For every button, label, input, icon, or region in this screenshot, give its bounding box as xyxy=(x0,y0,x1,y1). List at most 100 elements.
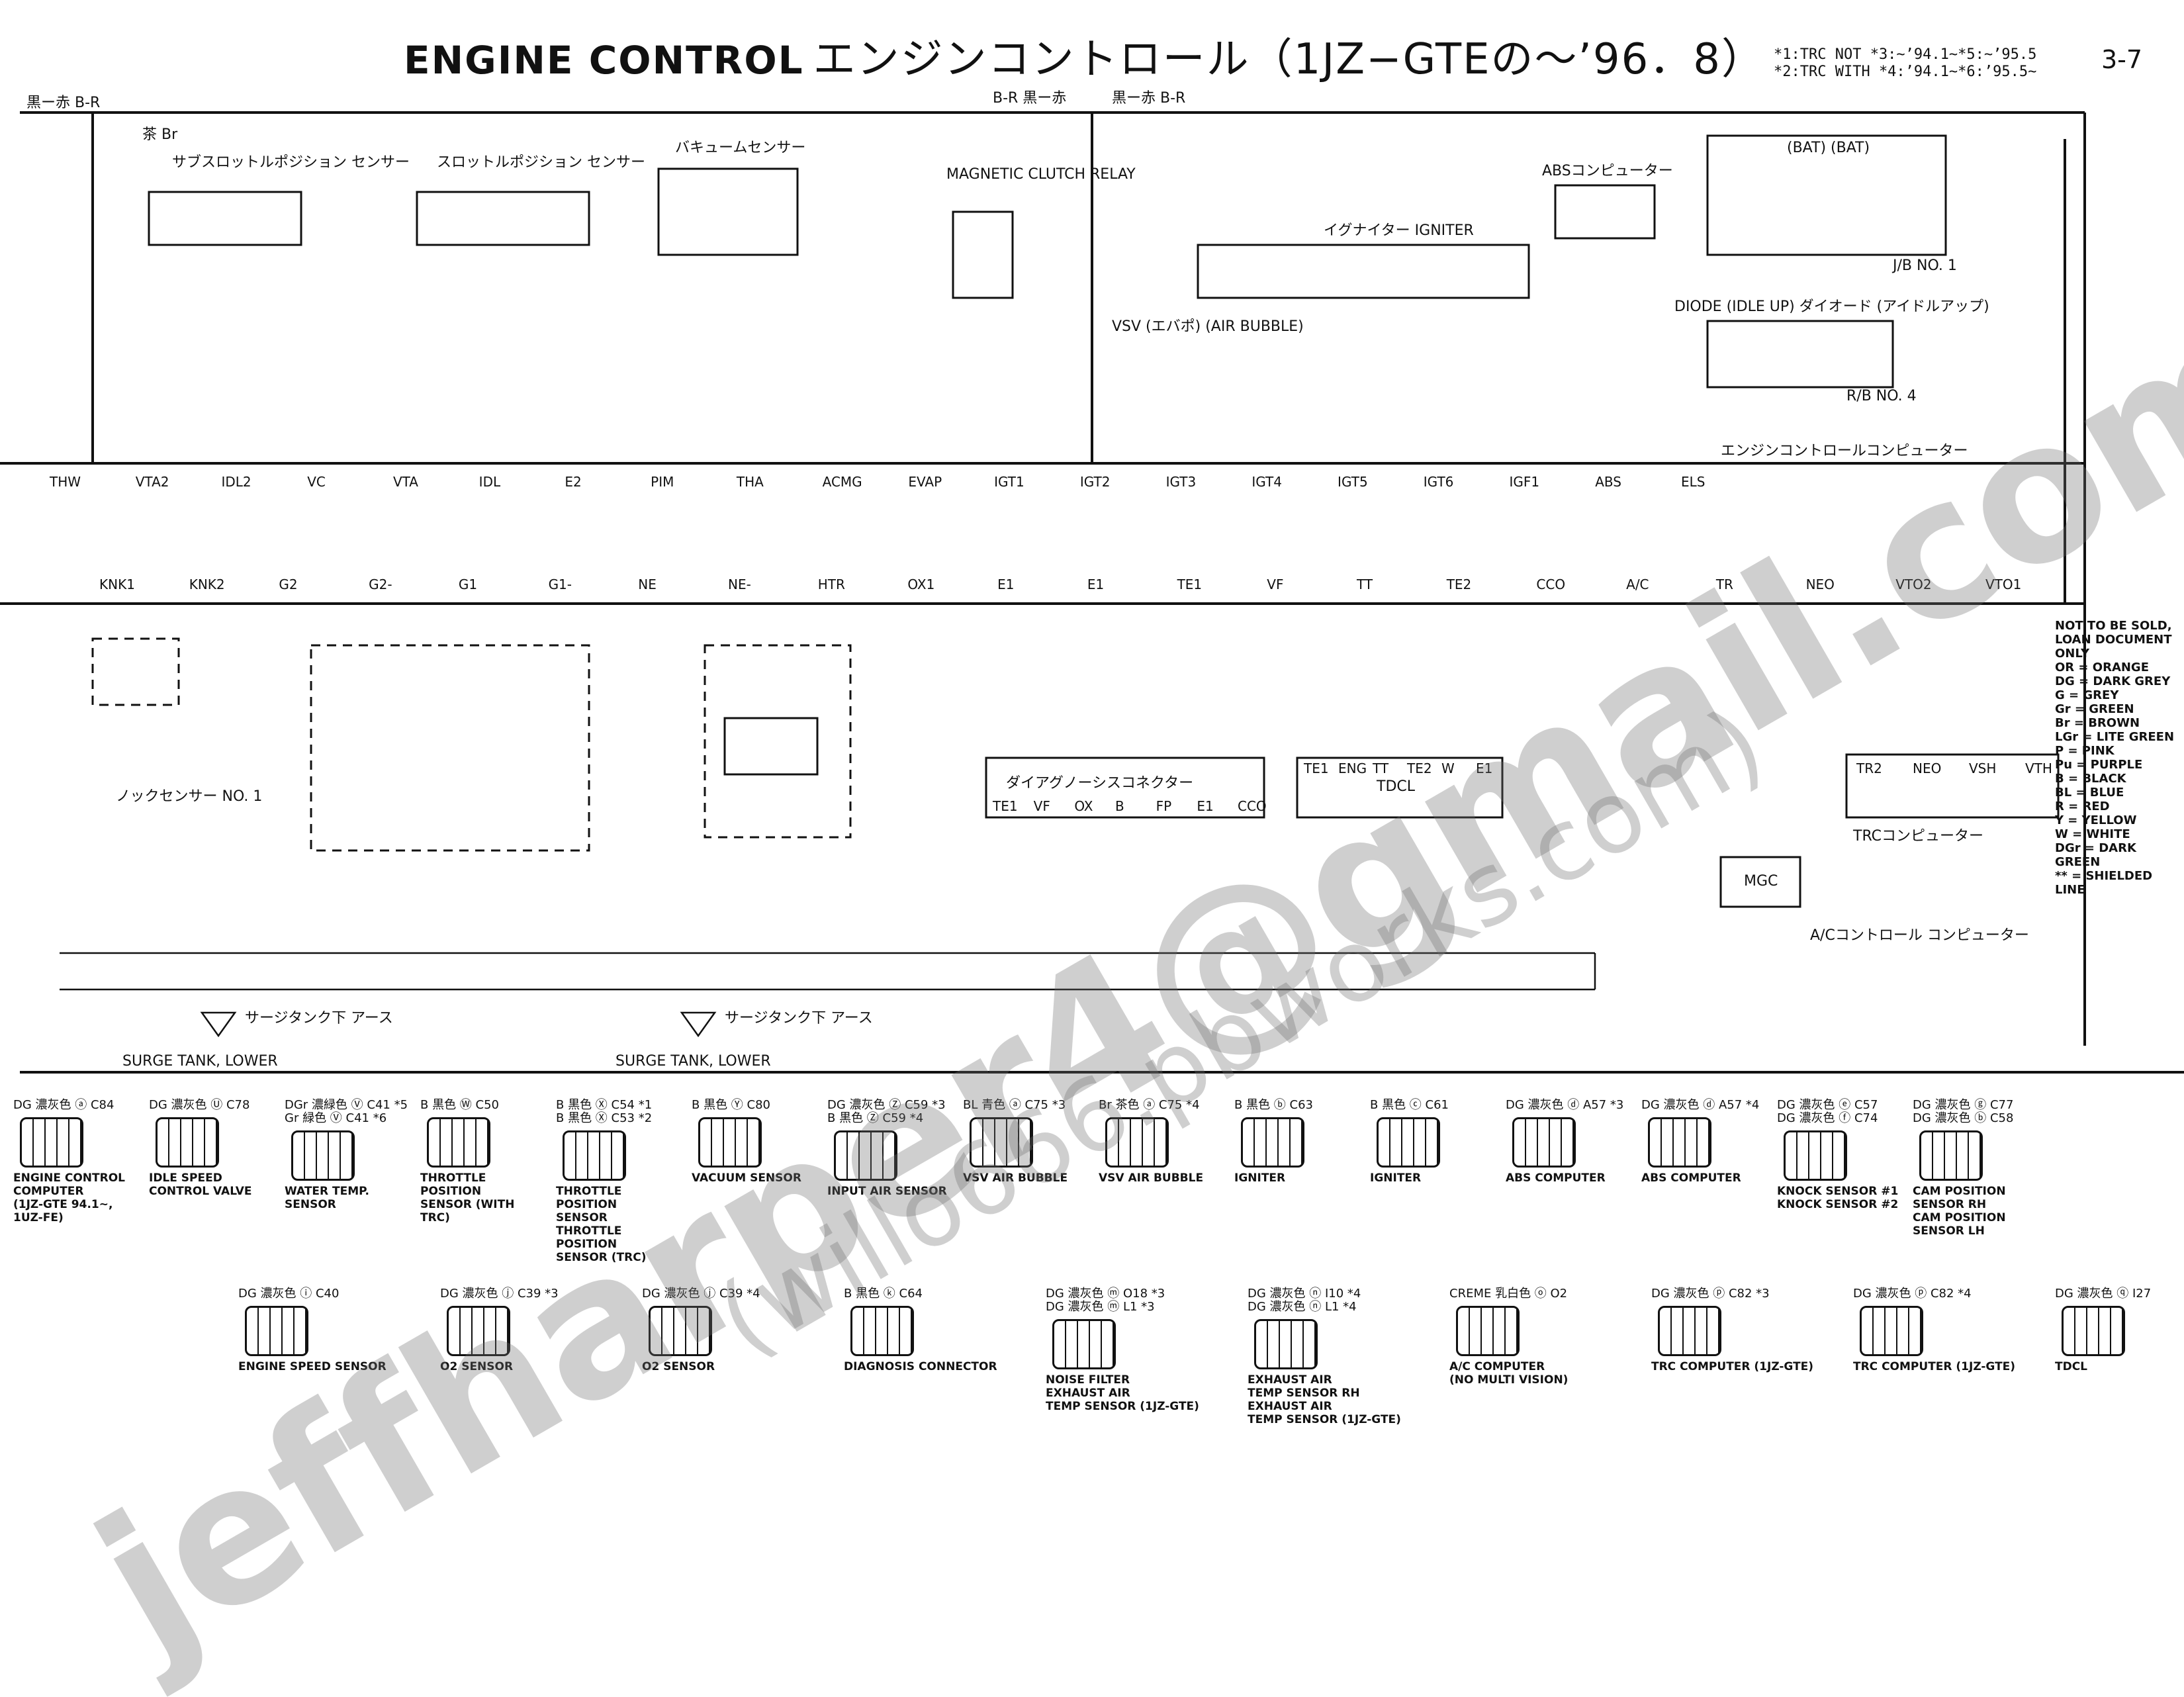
component-label: DIODE (IDLE UP) ダイオード (アイドルアップ) xyxy=(1674,298,1989,315)
component-label: VSV (エバポ) (AIR BUBBLE) xyxy=(1112,318,1304,335)
connector-name: INPUT AIR SENSOR xyxy=(827,1185,947,1198)
ecu-pin-label: IDL xyxy=(479,474,501,490)
legend-entry: BL = BLUE xyxy=(2055,786,2124,800)
component-label: SURGE TANK, LOWER xyxy=(122,1053,278,1070)
connector-shape xyxy=(1377,1117,1440,1168)
diag-pin-label: E1 xyxy=(1197,798,1213,814)
component-label: スロットルポジション センサー xyxy=(437,154,645,171)
component-label: MGC xyxy=(1744,873,1778,890)
ecu-pin-label: EVAP xyxy=(908,474,942,490)
connector-shape xyxy=(1254,1319,1318,1369)
component-label: J/B NO. 1 xyxy=(1891,257,1957,274)
connector-shape xyxy=(649,1306,712,1356)
component-label: A/Cコントロール コンピューター xyxy=(1810,927,2029,944)
ecu-pin-label: VF xyxy=(1267,576,1283,592)
component-label: MAGNETIC CLUTCH RELAY xyxy=(946,166,1136,183)
connector-name: ABS COMPUTER xyxy=(1506,1171,1606,1185)
trc-pin-label: VTH xyxy=(2025,760,2052,776)
connector-code: DG 濃灰色 ⓠ I27 xyxy=(2055,1287,2152,1301)
title-jp: エンジンコントロール（1JZ−GTEの〜’96．8） xyxy=(813,35,1766,84)
trc-pin-label: VSH xyxy=(1969,760,1996,776)
clutch-relay xyxy=(952,210,1014,299)
connector-code: B 黒色 ⓚ C64 xyxy=(844,1287,923,1301)
component-label: ノックセンサー NO. 1 xyxy=(116,788,262,805)
ecu-pin-label: VTO1 xyxy=(1985,576,2021,592)
connector-shape xyxy=(850,1306,914,1356)
ecu-pin-label: KNK2 xyxy=(189,576,225,592)
connector-name: WATER TEMP. SENSOR xyxy=(285,1185,369,1211)
note-line: *2:TRC WITH *4:’94.1~*6:’95.5~ xyxy=(1774,64,2037,80)
connector-name: VACUUM SENSOR xyxy=(692,1171,801,1185)
connector-code: DG 濃灰色 ⓙ C39 *4 xyxy=(642,1287,760,1301)
ecu-pin-label: IGT1 xyxy=(994,474,1024,490)
ecu-pin-label: E1 xyxy=(997,576,1014,592)
connector-name: TRC COMPUTER (1JZ-GTE) xyxy=(1853,1360,2016,1373)
connector-code: DG 濃灰色 Ⓩ C59 *3 B 黒色 Ⓩ C59 *4 xyxy=(827,1098,946,1125)
connector-code: DG 濃灰色 ⓔ C57 DG 濃灰色 ⓕ C74 xyxy=(1777,1098,1878,1125)
legend-entry: Pu = PURPLE xyxy=(2055,758,2143,772)
ecu-pin-label: KNK1 xyxy=(99,576,135,592)
ecu-pin-label: IGT2 xyxy=(1080,474,1111,490)
connector-code: B 黒色 ⓒ C61 xyxy=(1370,1098,1449,1112)
ecu-pin-label: PIM xyxy=(651,474,674,490)
ecu-pin-label: G2- xyxy=(369,576,392,592)
tdcl-pin-label: ENG xyxy=(1338,760,1367,776)
legend-entry: Y = YELLOW xyxy=(2055,813,2137,827)
ecu-pin-label: TE2 xyxy=(1446,576,1472,592)
vacuum-sensor xyxy=(657,167,799,256)
o2-heater-box xyxy=(723,717,819,776)
ecu-pin-label: HTR xyxy=(818,576,845,592)
page-number: 3-7 xyxy=(2101,45,2143,74)
connector-name: CAM POSITION SENSOR RH CAM POSITION SENS… xyxy=(1913,1185,2006,1238)
connector-card: DG 濃灰色 Ⓩ C59 *3 B 黒色 Ⓩ C59 *4 INPUT AIR S… xyxy=(827,1098,955,1199)
ecu-pin-label: ELS xyxy=(1681,474,1705,490)
variant-notes: *1:TRC NOT *3:~’94.1~*5:~’95.5 *2:TRC WI… xyxy=(1774,46,2036,81)
ecu-pin-label: VTA2 xyxy=(136,474,169,490)
connector-shape xyxy=(20,1117,83,1168)
connector-name: IGNITER xyxy=(1234,1171,1286,1185)
component-label: バキュームセンサー xyxy=(675,140,805,156)
connector-code: DG 濃灰色 ⓓ A57 *4 xyxy=(1641,1098,1760,1112)
legend-entry: OR = ORANGE xyxy=(2055,661,2150,674)
component-label: R/B NO. 4 xyxy=(1846,388,1917,404)
legend-entry: G = GREY xyxy=(2055,688,2119,702)
connector-code: DG 濃灰色 ⓜ O18 *3 DG 濃灰色 ⓜ L1 *3 xyxy=(1046,1287,1165,1314)
connector-name: O2 SENSOR xyxy=(642,1360,715,1373)
diag-pin-label: TE1 xyxy=(992,798,1018,814)
ecu-pin-label: TR xyxy=(1715,576,1733,592)
tdcl-pin-label: W xyxy=(1441,760,1455,776)
connector-shape xyxy=(1658,1306,1721,1356)
ecu-pin-label: A/C xyxy=(1626,576,1649,592)
ecu-pin-label: IGF1 xyxy=(1510,474,1540,490)
tdcl-box xyxy=(1296,757,1504,819)
legend-entry: Br = BROWN xyxy=(2055,716,2140,730)
connector-shape xyxy=(970,1117,1033,1168)
legend-entry: Gr = GREEN xyxy=(2055,702,2134,716)
connector-name: ENGINE CONTROL COMPUTER (1JZ-GTE 94.1~, … xyxy=(13,1171,126,1224)
ecu-pin-label: E1 xyxy=(1087,576,1104,592)
ecu-pin-label: VTA xyxy=(393,474,418,490)
ecu-pin-label: IDL2 xyxy=(221,474,251,490)
trc-box xyxy=(1845,753,2060,819)
ecu-pin-label: THA xyxy=(736,474,764,490)
connector-name: NOISE FILTER EXHAUST AIR TEMP SENSOR (1J… xyxy=(1046,1373,1199,1413)
connector-shape xyxy=(447,1306,510,1356)
component-label: サージタンク下 アース xyxy=(725,1010,873,1027)
ecu-pin-label: IGT4 xyxy=(1251,474,1282,490)
trc-pin-label: NEO xyxy=(1913,760,1941,776)
cam-shield xyxy=(310,644,590,852)
connector-code: DG 濃灰色 ⓝ I10 *4 DG 濃灰色 ⓝ L1 *4 xyxy=(1248,1287,1361,1314)
